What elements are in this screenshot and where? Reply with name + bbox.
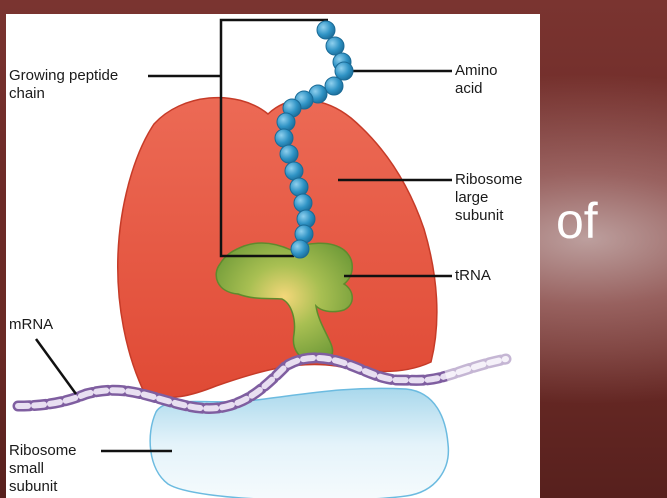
label-amino-acid: Amino acid — [455, 62, 498, 98]
amino-acid-bead — [290, 178, 308, 196]
label-line: mRNA — [9, 316, 53, 334]
mrna-strand-fade — [446, 352, 540, 376]
label-line: Ribosome — [9, 442, 77, 460]
amino-acid-bead — [277, 113, 295, 131]
label-line: large — [455, 189, 523, 207]
amino-acid-bead — [326, 37, 344, 55]
slide-title-fragment: of — [556, 196, 598, 246]
amino-acid-bead — [291, 240, 309, 258]
amino-acid-bead — [317, 21, 335, 39]
amino-acid-bead — [294, 194, 312, 212]
label-ribosome-small-subunit: Ribosome small subunit — [9, 442, 77, 496]
label-line: Growing peptide — [9, 67, 118, 85]
mrna-leader-line — [36, 339, 76, 394]
amino-acid-bead — [280, 145, 298, 163]
label-line: tRNA — [455, 267, 491, 285]
label-ribosome-large-subunit: Ribosome large subunit — [455, 171, 523, 225]
label-growing-peptide-chain: Growing peptide chain — [9, 67, 118, 103]
label-line: Amino — [455, 62, 498, 80]
label-line: subunit — [455, 207, 523, 225]
label-mrna: mRNA — [9, 316, 53, 334]
label-line: subunit — [9, 478, 77, 496]
label-trna: tRNA — [455, 267, 491, 285]
label-line: small — [9, 460, 77, 478]
amino-acid-bead — [325, 77, 343, 95]
label-line: Ribosome — [455, 171, 523, 189]
amino-acid-bead — [275, 129, 293, 147]
amino-acid-bead — [285, 162, 303, 180]
label-line: acid — [455, 80, 498, 98]
label-line: chain — [9, 85, 118, 103]
translation-diagram: Growing peptide chain Amino acid Ribosom… — [6, 14, 540, 498]
